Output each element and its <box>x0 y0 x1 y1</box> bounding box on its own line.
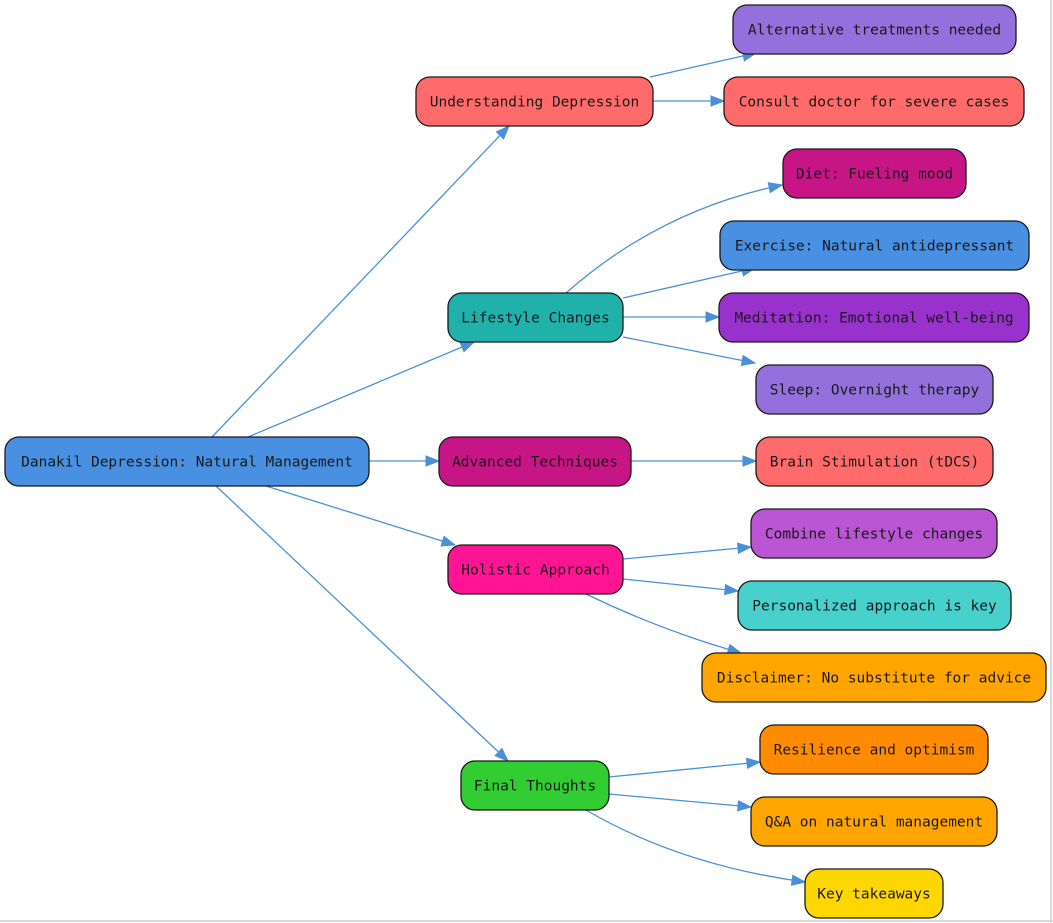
node-label-holistic: Holistic Approach <box>461 563 609 579</box>
arrowhead-root-to-advanced <box>425 455 441 467</box>
arrowhead-holistic-to-personal <box>723 583 740 596</box>
node-box-disclaimer <box>701 652 1047 703</box>
node-box-combine <box>750 508 998 559</box>
arrowhead-root-to-final <box>494 747 510 762</box>
node-box-lifestyle <box>447 292 624 343</box>
node-label-exercise: Exercise: Natural antidepressant <box>735 239 1014 255</box>
arrowhead-root-to-holistic <box>440 535 457 547</box>
edge-lifestyle-to-exercise <box>622 267 756 299</box>
edge-holistic-to-disclaimer <box>585 593 742 654</box>
node-root: Danakil Depression: Natural Management <box>4 436 370 487</box>
node-label-disclaimer: Disclaimer: No substitute for advice <box>717 671 1031 687</box>
node-label-qa: Q&A on natural management <box>765 815 983 831</box>
node-takeaways: Key takeaways <box>804 868 944 919</box>
node-combine: Combine lifestyle changes <box>750 508 998 559</box>
node-box-diet <box>782 148 967 199</box>
nodes-layer: Danakil Depression: Natural Management Un… <box>4 4 1047 919</box>
node-box-holistic <box>447 544 624 595</box>
node-label-diet: Diet: Fueling mood <box>796 167 953 183</box>
arrowhead-holistic-to-combine <box>737 542 753 554</box>
edge-lifestyle-to-sleep <box>622 336 756 364</box>
arrowhead-lifestyle-to-diet <box>767 182 784 194</box>
node-label-consult: Consult doctor for severe cases <box>739 95 1010 111</box>
node-label-root: Danakil Depression: Natural Management <box>21 455 353 471</box>
node-exercise: Exercise: Natural antidepressant <box>719 220 1030 271</box>
node-label-meditation: Meditation: Emotional well-being <box>734 311 1013 327</box>
node-qa: Q&A on natural management <box>750 796 998 847</box>
node-disclaimer: Disclaimer: No substitute for advice <box>701 652 1047 703</box>
node-box-exercise <box>719 220 1030 271</box>
node-label-resilience: Resilience and optimism <box>774 743 975 759</box>
node-box-resilience <box>759 724 989 775</box>
node-understand: Understanding Depression <box>415 76 654 127</box>
edge-holistic-to-personal <box>622 578 739 592</box>
edge-understand-to-alt <box>649 52 757 78</box>
node-consult: Consult doctor for severe cases <box>723 76 1025 127</box>
node-sleep: Sleep: Overnight therapy <box>755 364 994 415</box>
frame-border-right <box>1050 0 1052 923</box>
node-lifestyle: Lifestyle Changes <box>447 292 624 343</box>
node-brain: Brain Stimulation (tDCS) <box>755 436 994 487</box>
node-box-final <box>460 760 610 811</box>
node-box-consult <box>723 76 1025 127</box>
edge-final-to-qa <box>608 793 752 808</box>
node-box-meditation <box>718 292 1030 343</box>
arrowhead-understand-to-consult <box>710 95 726 107</box>
node-label-lifestyle: Lifestyle Changes <box>461 311 609 327</box>
edge-root-to-lifestyle <box>247 341 475 438</box>
arrowhead-final-to-resilience <box>745 757 762 770</box>
node-box-alt <box>732 4 1017 55</box>
edge-root-to-understand <box>211 125 510 438</box>
node-alt: Alternative treatments needed <box>732 4 1017 55</box>
node-label-combine: Combine lifestyle changes <box>765 527 983 543</box>
node-box-advanced <box>438 436 632 487</box>
edge-holistic-to-combine <box>622 546 752 560</box>
edge-root-to-final <box>215 485 509 762</box>
node-meditation: Meditation: Emotional well-being <box>718 292 1030 343</box>
node-label-final: Final Thoughts <box>474 779 596 795</box>
node-label-brain: Brain Stimulation (tDCS) <box>770 455 980 471</box>
arrowhead-final-to-takeaways <box>790 874 807 886</box>
node-label-takeaways: Key takeaways <box>817 887 931 903</box>
arrowhead-advanced-to-brain <box>742 455 758 467</box>
node-final: Final Thoughts <box>460 760 610 811</box>
node-box-understand <box>415 76 654 127</box>
arrowhead-lifestyle-to-meditation <box>705 311 721 323</box>
node-box-brain <box>755 436 994 487</box>
frame-border-bottom <box>0 920 1053 922</box>
arrowhead-lifestyle-to-sleep <box>740 354 757 367</box>
node-label-sleep: Sleep: Overnight therapy <box>770 383 980 399</box>
node-label-understand: Understanding Depression <box>430 95 640 111</box>
node-box-personal <box>737 580 1012 631</box>
arrowhead-final-to-qa <box>737 800 753 812</box>
node-box-sleep <box>755 364 994 415</box>
node-resilience: Resilience and optimism <box>759 724 989 775</box>
node-diet: Diet: Fueling mood <box>782 148 967 199</box>
node-advanced: Advanced Techniques <box>438 436 632 487</box>
node-box-root <box>4 436 370 487</box>
edge-final-to-resilience <box>608 761 761 778</box>
node-label-personal: Personalized approach is key <box>752 599 997 615</box>
node-label-alt: Alternative treatments needed <box>748 23 1001 39</box>
node-holistic: Holistic Approach <box>447 544 624 595</box>
edge-final-to-takeaways <box>585 809 806 883</box>
arrowhead-root-to-understand <box>495 124 510 140</box>
arrowhead-root-to-lifestyle <box>459 341 476 353</box>
node-box-takeaways <box>804 868 944 919</box>
node-label-advanced: Advanced Techniques <box>452 455 618 471</box>
edges-layer <box>211 50 807 886</box>
edge-root-to-holistic <box>265 485 456 546</box>
node-personal: Personalized approach is key <box>737 580 1012 631</box>
edge-lifestyle-to-diet <box>565 184 783 294</box>
node-box-qa <box>750 796 998 847</box>
